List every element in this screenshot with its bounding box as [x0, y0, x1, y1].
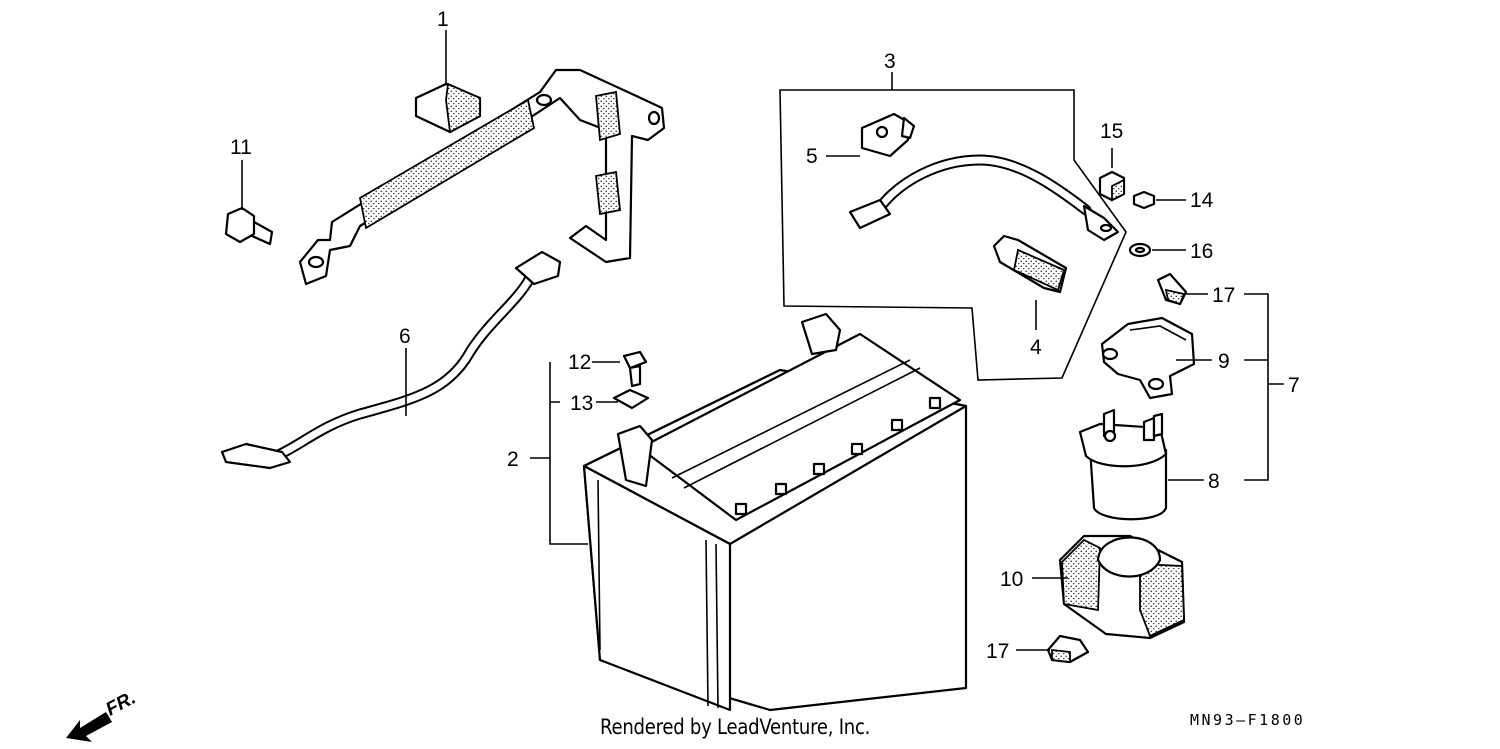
washer-part-16	[1128, 242, 1152, 258]
callout-1: 1	[437, 8, 449, 31]
callout-13: 13	[570, 392, 593, 415]
relay-holder-part-10	[1058, 534, 1186, 640]
battery-bracket-part-1	[298, 68, 666, 286]
battery-part-2	[582, 312, 968, 712]
callout-5: 5	[806, 145, 818, 168]
callout-2: 2	[507, 448, 519, 471]
group-outline-part-3	[779, 89, 1127, 381]
screw-part-12	[622, 350, 648, 388]
callout-16: 16	[1190, 240, 1213, 263]
relay-cover-part-9	[1100, 316, 1196, 400]
nut-part-14	[1132, 190, 1156, 210]
nut-part-15	[1098, 170, 1126, 202]
callout-11: 11	[230, 136, 252, 159]
positive-cable	[848, 154, 1120, 242]
callout-3: 3	[884, 50, 896, 73]
terminal-cover-part-5	[860, 112, 916, 158]
callout-7: 7	[1288, 374, 1300, 397]
fuse-part-17-top	[1156, 272, 1188, 306]
battery-vent-row	[734, 396, 942, 516]
front-direction-indicator: FR.	[66, 688, 139, 742]
drawing-code: MN93—F1800	[1190, 711, 1306, 729]
callout-8: 8	[1208, 470, 1220, 493]
terminal-boot-part-4	[992, 234, 1068, 294]
callout-10: 10	[1000, 568, 1023, 591]
callout-4: 4	[1030, 336, 1042, 359]
bolt-part-11	[224, 206, 274, 246]
fuse-part-17-bottom	[1046, 634, 1090, 664]
callout-6: 6	[399, 325, 411, 348]
nut-part-13	[612, 388, 650, 410]
leader-lines	[241, 30, 1284, 651]
callout-17-bottom: 17	[986, 640, 1009, 663]
callout-labels: 1 2 3 4 5 6 7 8 9 10 11 12 13 14 15 16 1…	[230, 8, 1300, 663]
callout-17-top: 17	[1212, 284, 1235, 307]
front-arrow-icon	[66, 712, 112, 742]
ground-cable-part-6	[220, 250, 562, 470]
callout-14: 14	[1190, 189, 1214, 212]
callout-12: 12	[568, 351, 591, 374]
callout-15: 15	[1100, 120, 1123, 143]
callout-9: 9	[1218, 350, 1230, 373]
starter-relay-part-8	[1078, 408, 1168, 521]
render-credit: Rendered by LeadVenture, Inc.	[600, 715, 871, 739]
